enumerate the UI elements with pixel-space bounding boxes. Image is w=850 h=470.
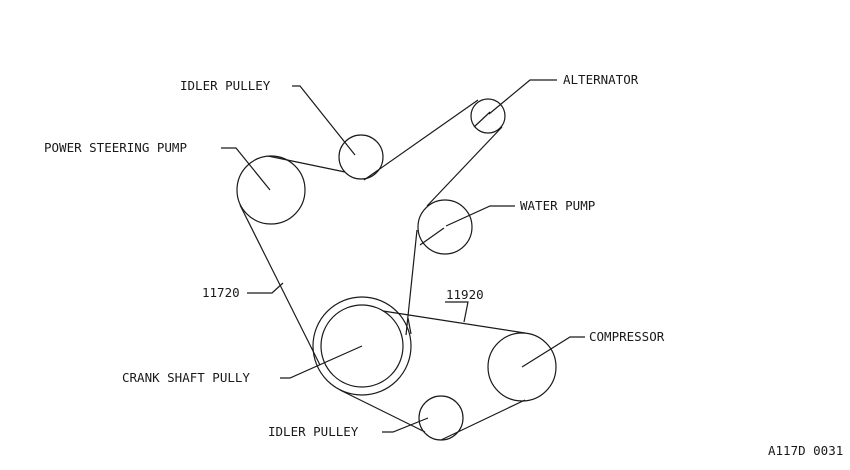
belt-11720 [239,99,503,366]
label-crank-shaft-pully: CRANK SHAFT PULLY [122,370,250,385]
label-water-pump: WATER PUMP [520,198,595,213]
idler-pulley-bottom [418,395,464,441]
leader-lines [221,79,585,433]
idler-pulley-top [338,134,384,180]
water-pump-pulley [417,199,473,255]
crank-shaft-pulley [312,296,412,396]
label-compressor: COMPRESSOR [589,329,665,344]
power-steering-pump-pulley [236,155,306,225]
label-idler-pulley-bottom: IDLER PULLEY [268,424,359,439]
label-belt-11920: 11920 [446,287,484,302]
figure-code: A117D 0031 [768,443,843,458]
belt-11920 [339,310,526,441]
label-idler-pulley-top: IDLER PULLEY [180,78,271,93]
label-belt-11720: 11720 [202,285,240,300]
alternator-pulley [470,98,506,134]
label-alternator: ALTERNATOR [563,72,639,87]
label-power-steering-pump: POWER STEERING PUMP [44,140,187,155]
